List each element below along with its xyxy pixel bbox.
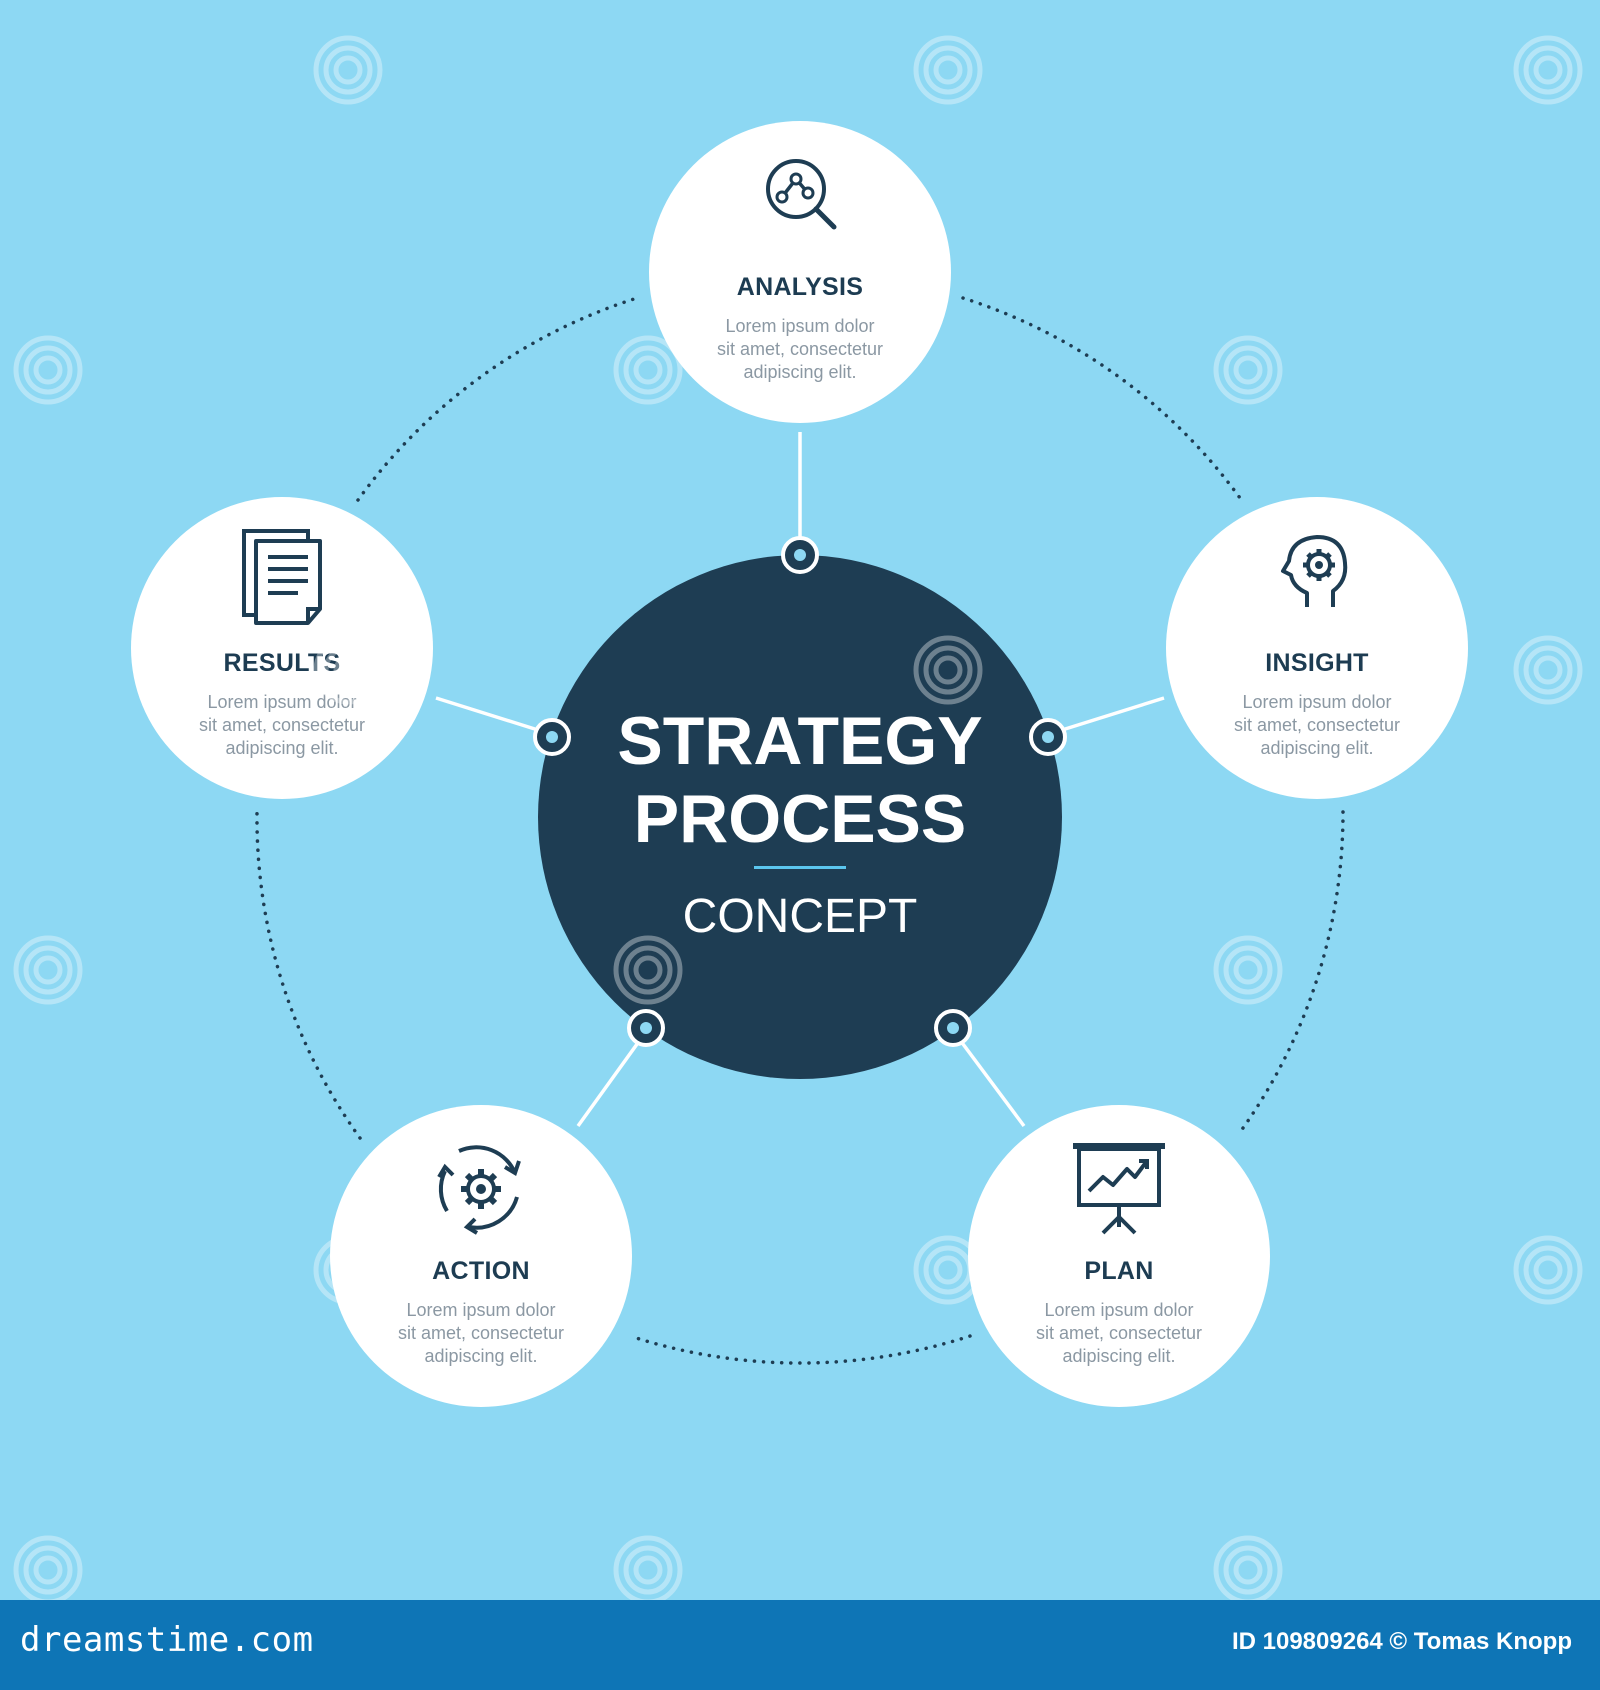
spoke-results bbox=[435, 696, 539, 732]
center-divider bbox=[754, 866, 846, 869]
presentation-board-icon bbox=[1073, 1143, 1165, 1235]
step-action: ACTION Lorem ipsum dolor sit amet, conse… bbox=[330, 1105, 632, 1407]
step-description: Lorem ipsum dolor sit amet, consectetur … bbox=[679, 315, 921, 384]
desc-line: adipiscing elit. bbox=[424, 1346, 538, 1366]
step-title: ANALYSIS bbox=[736, 273, 864, 301]
desc-line: sit amet, consectetur bbox=[198, 715, 366, 735]
step-results: RESULTS Lorem ipsum dolor sit amet, cons… bbox=[131, 497, 433, 799]
step-description: Lorem ipsum dolor sit amet, consectetur … bbox=[1196, 691, 1438, 760]
desc-line: adipiscing elit. bbox=[743, 362, 857, 382]
gear-cycle-icon bbox=[437, 1145, 521, 1235]
dotted-arc-insight-plan bbox=[1236, 810, 1345, 1137]
center-concept-circle: STRATEGY PROCESS CONCEPT bbox=[538, 555, 1062, 1079]
desc-line: Lorem ipsum dolor bbox=[207, 692, 357, 712]
center-title-line1: STRATEGY bbox=[617, 703, 983, 779]
step-title: INSIGHT bbox=[1265, 649, 1369, 677]
connector-dots bbox=[533, 536, 1067, 1047]
magnifier-graph-icon bbox=[766, 159, 837, 230]
desc-line: adipiscing elit. bbox=[225, 738, 339, 758]
diagram-canvas: STRATEGY PROCESS CONCEPT ANALYSIS Lorem … bbox=[13, 35, 1583, 1600]
desc-line: adipiscing elit. bbox=[1260, 738, 1374, 758]
dotted-arc-plan-action bbox=[628, 1334, 972, 1365]
connector-dot-plan bbox=[934, 1009, 972, 1047]
dotted-arc-results-analysis bbox=[356, 296, 639, 502]
desc-line: Lorem ipsum dolor bbox=[406, 1300, 556, 1320]
desc-line: sit amet, consectetur bbox=[1233, 715, 1401, 735]
step-title: ACTION bbox=[432, 1257, 530, 1285]
desc-line: Lorem ipsum dolor bbox=[1242, 692, 1392, 712]
desc-line: adipiscing elit. bbox=[1062, 1346, 1176, 1366]
step-title: PLAN bbox=[1084, 1257, 1154, 1285]
desc-line: Lorem ipsum dolor bbox=[725, 316, 875, 336]
desc-line: Lorem ipsum dolor bbox=[1044, 1300, 1194, 1320]
spoke-plan bbox=[958, 1038, 1026, 1128]
footer-logo: dreamstime.com bbox=[20, 1620, 314, 1660]
connector-dot-action bbox=[627, 1009, 665, 1047]
center-subtitle: CONCEPT bbox=[682, 890, 918, 943]
desc-line: sit amet, consectetur bbox=[1035, 1323, 1203, 1343]
stock-footer-bar: dreamstime.com ID 109809264 © Tomas Knop… bbox=[0, 1600, 1600, 1690]
spoke-action bbox=[576, 1038, 642, 1128]
connector-dot-insight bbox=[1029, 718, 1067, 756]
desc-line: sit amet, consectetur bbox=[716, 339, 884, 359]
step-insight: INSIGHT Lorem ipsum dolor sit amet, cons… bbox=[1166, 497, 1468, 799]
step-title: RESULTS bbox=[223, 649, 341, 677]
image-credit: ID 109809264 © Tomas Knopp bbox=[1231, 1628, 1572, 1655]
step-description: Lorem ipsum dolor sit amet, consectetur … bbox=[161, 691, 403, 760]
head-gear-icon bbox=[1281, 535, 1348, 607]
step-description: Lorem ipsum dolor sit amet, consectetur … bbox=[998, 1299, 1240, 1368]
connector-dot-results bbox=[533, 718, 571, 756]
dotted-arc-action-results bbox=[255, 810, 362, 1140]
step-plan: PLAN Lorem ipsum dolor sit amet, consect… bbox=[968, 1105, 1270, 1407]
desc-line: sit amet, consectetur bbox=[397, 1323, 565, 1343]
connector-dot-analysis bbox=[781, 536, 819, 574]
connector-layer bbox=[255, 296, 1345, 1365]
step-description: Lorem ipsum dolor sit amet, consectetur … bbox=[360, 1299, 602, 1368]
documents-icon bbox=[242, 529, 322, 625]
spoke-insight bbox=[1061, 696, 1165, 732]
dotted-arc-analysis-insight bbox=[961, 296, 1242, 500]
step-analysis: ANALYSIS Lorem ipsum dolor sit amet, con… bbox=[649, 121, 951, 423]
center-title-line2: PROCESS bbox=[633, 781, 967, 857]
